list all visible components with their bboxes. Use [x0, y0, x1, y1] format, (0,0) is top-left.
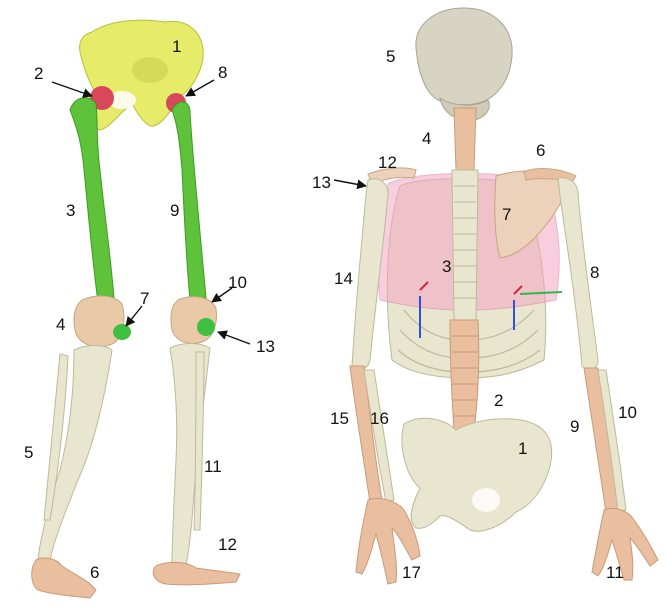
hand-left [592, 508, 658, 580]
label-hand-right: 17 [402, 563, 421, 582]
label-thorax: 3 [442, 257, 451, 276]
label-femur-left: 9 [170, 201, 179, 220]
label-skull: 5 [386, 47, 395, 66]
label-foot-right: 6 [90, 563, 99, 582]
label-hip-joint-right: 2 [34, 64, 43, 83]
label-pelvis: 1 [172, 37, 181, 56]
label-radius-right: 15 [330, 409, 349, 428]
pelvic-foramen [472, 488, 500, 512]
label-hand-left: 11 [606, 563, 624, 582]
marker-right-knee [113, 324, 131, 340]
foot-right [32, 558, 96, 598]
label-humerus-left: 8 [590, 263, 599, 282]
pelvic-inlet [132, 57, 168, 83]
label-shank-right: 5 [24, 443, 33, 462]
arrow-7 [126, 306, 142, 326]
label-ulna-right: 16 [370, 409, 389, 428]
cervical-spine [454, 108, 476, 170]
label-forearm-left-2: 10 [618, 403, 637, 422]
skull [416, 8, 512, 105]
label-marker-left: 13 [256, 337, 275, 356]
arrow-2 [52, 82, 92, 96]
femur-right [70, 98, 114, 302]
label-femur-right: 3 [66, 201, 75, 220]
label-shoulder-right: 13 [312, 173, 331, 192]
fibula-left [194, 352, 204, 530]
arrow-13-right [334, 180, 366, 186]
label-shank-left: 11 [204, 457, 222, 476]
label-cervical-spine: 4 [422, 129, 431, 148]
label-knee-left: 10 [228, 273, 247, 292]
label-scapula: 7 [502, 205, 511, 224]
marker-left-knee [197, 318, 215, 336]
label-marker-right: 7 [140, 289, 149, 308]
foot-left [153, 562, 240, 584]
label-foot-left: 12 [218, 535, 237, 554]
label-lumbar-spine: 2 [494, 391, 503, 410]
label-pelvis-upper: 1 [518, 439, 527, 458]
label-clavicle-left: 6 [536, 141, 545, 160]
label-forearm-left: 9 [570, 417, 579, 436]
knee-right [74, 296, 124, 347]
arrow-13-left [218, 332, 250, 344]
upper-body-model: 1 2 3 4 5 6 7 8 9 10 11 12 13 14 15 16 1… [312, 8, 658, 584]
tibia-right [38, 346, 112, 561]
label-hip-joint-left: 8 [218, 63, 227, 82]
label-humerus-right: 14 [334, 269, 353, 288]
label-knee-right: 4 [56, 315, 65, 334]
label-clavicle-right: 12 [378, 153, 397, 172]
pelvis-upper-body [402, 418, 552, 531]
lower-limb-model: 1 2 3 4 5 6 7 8 9 10 11 12 13 [24, 20, 275, 598]
